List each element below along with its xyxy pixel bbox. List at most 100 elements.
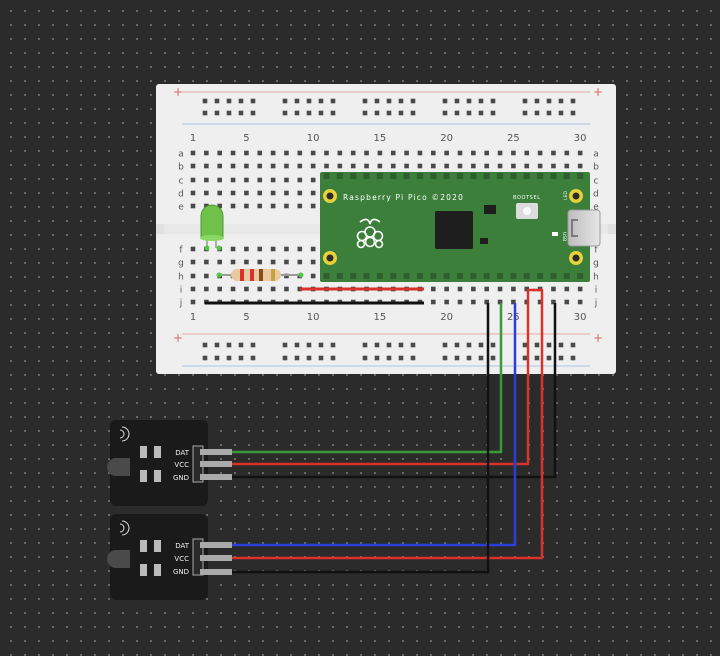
breadboard-hole[interactable] <box>362 342 368 348</box>
breadboard-hole[interactable] <box>386 98 392 104</box>
breadboard-hole[interactable] <box>457 286 463 292</box>
breadboard-hole[interactable] <box>204 190 209 196</box>
breadboard-hole[interactable] <box>537 150 543 156</box>
breadboard-hole[interactable] <box>350 150 356 156</box>
breadboard-hole[interactable] <box>577 163 583 169</box>
breadboard-hole[interactable] <box>337 163 343 169</box>
breadboard-hole[interactable] <box>522 98 528 104</box>
wire-red-vcc2[interactable] <box>232 288 544 560</box>
breadboard-hole[interactable] <box>284 246 289 252</box>
breadboard-hole[interactable] <box>226 342 232 348</box>
breadboard-hole[interactable] <box>230 259 236 265</box>
breadboard-hole[interactable] <box>284 190 289 196</box>
breadboard-hole[interactable] <box>431 163 436 169</box>
breadboard-hole[interactable] <box>444 163 449 169</box>
breadboard-hole[interactable] <box>374 98 380 104</box>
breadboard-hole[interactable] <box>386 342 392 348</box>
breadboard-hole[interactable] <box>318 98 324 104</box>
breadboard-hole[interactable] <box>310 246 316 252</box>
breadboard-hole[interactable] <box>374 110 380 116</box>
breadboard-hole[interactable] <box>398 110 404 116</box>
breadboard-hole[interactable] <box>410 342 416 348</box>
breadboard-hole[interactable] <box>297 246 303 252</box>
breadboard-hole[interactable] <box>558 110 564 116</box>
breadboard-hole[interactable] <box>257 163 263 169</box>
wire-green-dat1[interactable] <box>232 303 503 454</box>
breadboard-hole[interactable] <box>217 177 222 183</box>
breadboard-hole[interactable] <box>284 203 289 209</box>
breadboard-hole[interactable] <box>310 273 316 279</box>
breadboard-hole[interactable] <box>457 299 463 305</box>
breadboard-hole[interactable] <box>284 177 289 183</box>
breadboard-hole[interactable] <box>478 355 484 361</box>
breadboard-hole[interactable] <box>522 355 528 361</box>
breadboard-hole[interactable] <box>404 150 409 156</box>
breadboard-hole[interactable] <box>478 98 484 104</box>
breadboard-hole[interactable] <box>570 342 576 348</box>
breadboard-hole[interactable] <box>310 190 316 196</box>
breadboard-hole[interactable] <box>471 150 476 156</box>
breadboard-hole[interactable] <box>386 110 392 116</box>
breadboard-hole[interactable] <box>204 150 209 156</box>
breadboard-hole[interactable] <box>330 98 336 104</box>
breadboard-hole[interactable] <box>217 286 222 292</box>
breadboard-hole[interactable] <box>202 342 208 348</box>
breadboard-hole[interactable] <box>297 259 303 265</box>
breadboard-hole[interactable] <box>577 299 583 305</box>
breadboard-hole[interactable] <box>306 110 312 116</box>
breadboard-hole[interactable] <box>244 203 249 209</box>
raspberry-pi-pico[interactable]: Raspberry Pi Pico ©2020 BOOTSEL LED USB <box>320 172 601 282</box>
breadboard-hole[interactable] <box>257 259 263 265</box>
breadboard-hole[interactable] <box>306 98 312 104</box>
breadboard-hole[interactable] <box>217 259 222 265</box>
breadboard-hole[interactable] <box>190 177 196 183</box>
breadboard-hole[interactable] <box>558 355 564 361</box>
breadboard-hole[interactable] <box>324 150 329 156</box>
breadboard-hole[interactable] <box>190 190 196 196</box>
breadboard-hole[interactable] <box>270 286 276 292</box>
breadboard-hole[interactable] <box>564 150 570 156</box>
breadboard-hole[interactable] <box>564 163 570 169</box>
breadboard-hole[interactable] <box>497 286 503 292</box>
breadboard-hole[interactable] <box>497 299 503 305</box>
breadboard-hole[interactable] <box>250 98 256 104</box>
breadboard-hole[interactable] <box>442 355 448 361</box>
resistor[interactable] <box>216 269 304 281</box>
breadboard-hole[interactable] <box>310 177 316 183</box>
breadboard-hole[interactable] <box>270 177 276 183</box>
breadboard-hole[interactable] <box>244 190 249 196</box>
breadboard-hole[interactable] <box>551 163 556 169</box>
breadboard-hole[interactable] <box>522 342 528 348</box>
breadboard-hole[interactable] <box>238 98 244 104</box>
breadboard-hole[interactable] <box>484 299 489 305</box>
breadboard-hole[interactable] <box>310 203 316 209</box>
breadboard-hole[interactable] <box>202 98 208 104</box>
breadboard-hole[interactable] <box>558 342 564 348</box>
breadboard-hole[interactable] <box>570 98 576 104</box>
breadboard-hole[interactable] <box>471 299 476 305</box>
breadboard-hole[interactable] <box>257 190 263 196</box>
breadboard-hole[interactable] <box>490 342 496 348</box>
breadboard-hole[interactable] <box>257 246 263 252</box>
breadboard-hole[interactable] <box>284 259 289 265</box>
breadboard-hole[interactable] <box>362 98 368 104</box>
breadboard-hole[interactable] <box>511 150 516 156</box>
breadboard-hole[interactable] <box>244 246 249 252</box>
breadboard-hole[interactable] <box>270 259 276 265</box>
sensor-wires[interactable] <box>232 288 557 574</box>
breadboard-hole[interactable] <box>564 286 570 292</box>
ir-sensor-module-1[interactable]: DAT VCC GND <box>107 420 232 506</box>
breadboard-hole[interactable] <box>390 163 396 169</box>
breadboard-hole[interactable] <box>330 342 336 348</box>
breadboard-hole[interactable] <box>466 98 472 104</box>
breadboard-hole[interactable] <box>497 150 503 156</box>
breadboard-hole[interactable] <box>444 286 449 292</box>
breadboard-hole[interactable] <box>398 355 404 361</box>
breadboard-hole[interactable] <box>330 110 336 116</box>
breadboard-hole[interactable] <box>282 110 288 116</box>
breadboard-hole[interactable] <box>294 98 300 104</box>
breadboard-hole[interactable] <box>524 150 530 156</box>
breadboard-hole[interactable] <box>202 110 208 116</box>
breadboard-hole[interactable] <box>471 163 476 169</box>
breadboard-hole[interactable] <box>431 299 436 305</box>
